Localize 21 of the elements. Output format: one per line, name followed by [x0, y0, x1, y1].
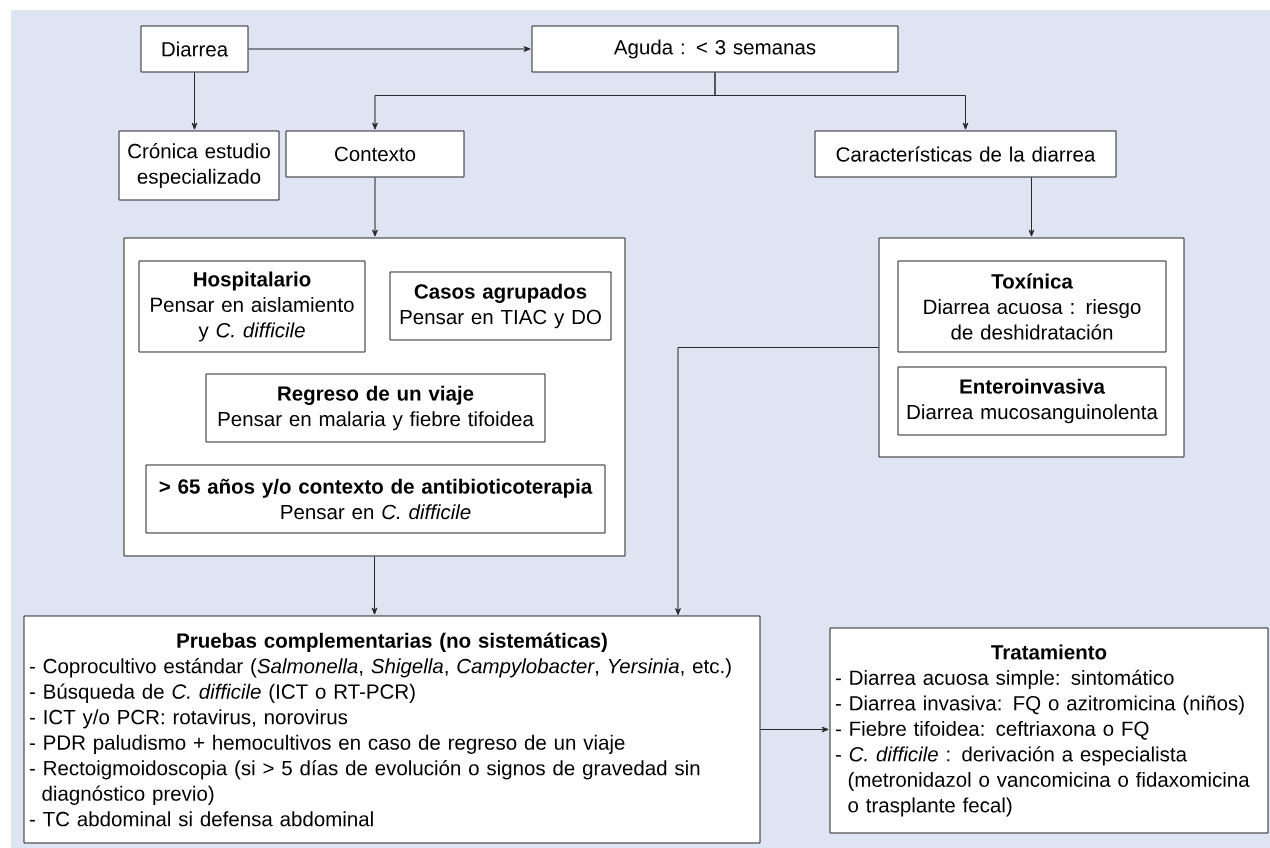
- text-box: Toxínica Diarrea acuosa : riesgo de deshidratación: [897, 260, 1167, 353]
- text-box: Regreso de un viaje Pensar en malaria y fiebre tifoidea: [205, 373, 546, 443]
- arrow: [371, 556, 378, 615]
- arrow: [1028, 177, 1035, 237]
- text-box: Crónica estudio especializado: [118, 130, 280, 201]
- text-box: Características de la diarrea: [814, 130, 1117, 178]
- text-box: Contexto: [285, 130, 465, 178]
- text-box: Pruebas complementarias (no sistemáticas) - Coprocultivo estándar (Salmonella, Shigella, Campylobacter, Yersinia, etc.) - Búsqueda de C. difficile (ICT o RT-PCR) - ICT y/o PCR: rotavirus, norovirus - PDR paludismo + hemocultivos en caso de regreso de un viaje - Rectoigmoidoscopia (si > 5 días de evolución o signos de gravedad sin diagnóstico previo) - TC abdominal si defensa abdominal: [23, 615, 761, 844]
- text-box: Diarrea: [140, 25, 249, 73]
- arrow: [191, 72, 198, 130]
- text-box: Aguda : < 3 semanas: [531, 25, 899, 73]
- text-box: > 65 años y/o contexto de antibioticoterapia Pensar en C. difficile: [145, 464, 606, 534]
- arrow: [248, 46, 531, 52]
- text-box: Enteroinvasiva Diarrea mucosanguinolenta: [897, 366, 1167, 436]
- arrow: [714, 72, 969, 130]
- arrow: [760, 726, 829, 733]
- arrow: [372, 177, 378, 237]
- arrow: [675, 347, 879, 616]
- text-box: Hospitalario Pensar en aislamiento y C. difficile: [138, 260, 366, 353]
- text-box: Tratamiento - Diarrea acuosa simple: sintomático - Diarrea invasiva: FQ o azitromicina (niños) - Fiebre tifoidea: ceftriaxona o FQ - C. difficile : derivación a especialista (metronidazol o vancomicina o fidaxomicina o trasplante fecal): [829, 627, 1269, 834]
- text-box: Casos agrupados Pensar en TIAC y DO: [389, 271, 612, 341]
